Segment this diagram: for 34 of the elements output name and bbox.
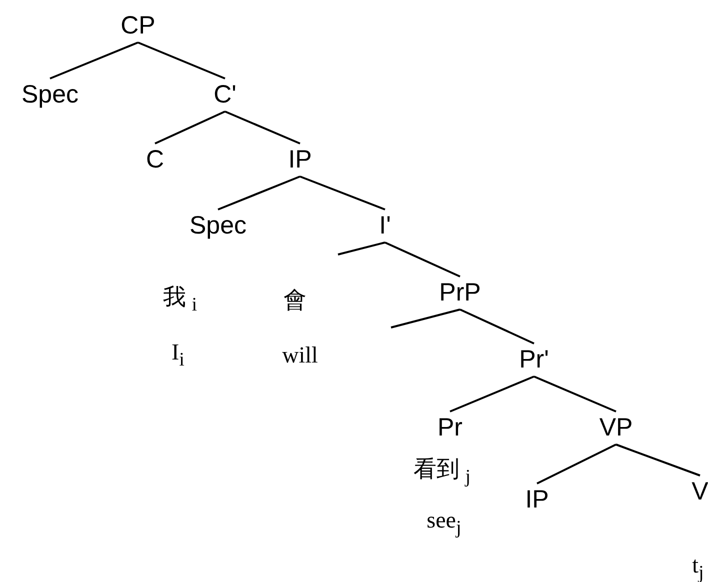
gloss-text: will [282, 342, 318, 368]
category-label: PrP [439, 280, 481, 306]
category-label: Spec [190, 214, 246, 238]
branch-line [338, 242, 386, 256]
category-label: CP [120, 14, 156, 38]
gloss-text: 會 [284, 287, 306, 313]
gloss-text: see$_{j}$ [426, 508, 462, 538]
branch-line [50, 42, 138, 80]
branch-line [450, 376, 534, 412]
branch-line [224, 110, 300, 144]
gloss-text: I$_{i}$ [172, 340, 184, 370]
category-label: VP [599, 416, 633, 440]
gloss-text: 我 $_{i}$ [162, 284, 198, 316]
category-label: Spec [22, 82, 78, 108]
category-label: C' [214, 82, 236, 108]
branch-line [460, 308, 534, 344]
branch-line [616, 444, 700, 476]
category-label: Pr' [519, 348, 549, 372]
category-label: V [692, 480, 708, 504]
branch-line [154, 110, 226, 144]
gloss-text: 看到 $_{j}$ [413, 456, 471, 488]
branch-line [384, 242, 460, 278]
branch-line [218, 176, 300, 210]
branch-line [300, 176, 386, 210]
branch-line [138, 42, 226, 80]
branch-line [534, 376, 616, 412]
category-label: C [146, 148, 164, 172]
category-label: I' [379, 214, 391, 238]
gloss-text: t$_{j}$ [692, 552, 704, 582]
category-label: Pr [438, 416, 462, 440]
branch-line [536, 444, 616, 484]
category-label: IP [288, 148, 312, 172]
branch-line [390, 308, 460, 328]
category-label: IP [525, 488, 549, 512]
